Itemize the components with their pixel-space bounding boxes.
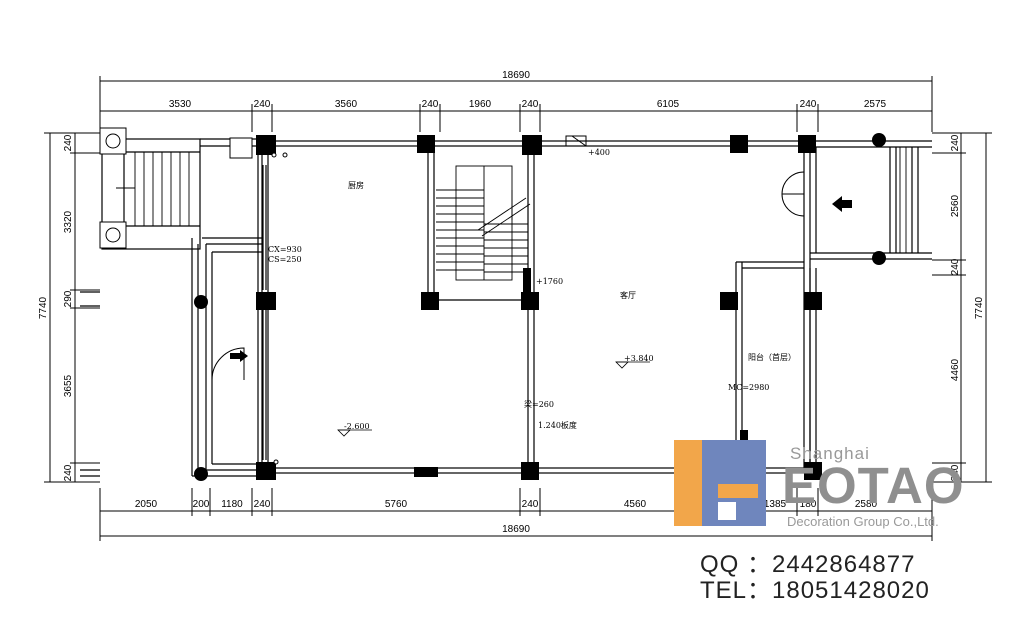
- annotation-plus400: +400: [588, 148, 610, 157]
- dim-right: 4460: [950, 358, 961, 381]
- entry-arrow-icon: [832, 196, 852, 212]
- annotation-elevation-living: +3.840: [624, 354, 654, 363]
- room-label-living: 客厅: [620, 290, 636, 300]
- annotation-plus1760: +1760: [536, 277, 563, 286]
- dim-bottom: 2580: [855, 499, 878, 510]
- side-entry-arrow-icon: [230, 350, 248, 362]
- top-dimension-chain: [99, 76, 933, 132]
- dim-top: 240: [522, 99, 539, 110]
- dim-right: 2560: [950, 194, 961, 217]
- dim-left: 290: [63, 290, 74, 307]
- left-dimension-chain: [44, 132, 100, 483]
- contact-tel: TEL：18051428020: [700, 577, 930, 604]
- dim-left-total: 7740: [38, 296, 49, 319]
- right-dimension-chain: [932, 132, 992, 483]
- dim-bottom: 5760: [385, 499, 408, 510]
- dim-bottom: 2050: [135, 499, 158, 510]
- annotation-slope: 1.240板度: [538, 420, 577, 430]
- room-label-balcony: 阳台（首层）: [748, 352, 796, 362]
- eotao-logo-mark: [674, 440, 766, 526]
- dim-right-total: 7740: [974, 296, 985, 319]
- dim-bottom: 200: [193, 499, 210, 510]
- dim-top: 6105: [657, 99, 680, 110]
- dim-bottom: 240: [254, 499, 271, 510]
- dim-right: 240: [950, 464, 961, 481]
- left-stair-posts: [99, 127, 253, 249]
- dim-top: 1960: [469, 99, 492, 110]
- dim-bottom: 1385: [764, 499, 787, 510]
- dim-top: 2575: [864, 99, 887, 110]
- dim-right: 240: [950, 258, 961, 275]
- dim-top: 3530: [169, 99, 192, 110]
- annotation-cs: CS=250: [268, 255, 302, 264]
- room-label-kitchen: 厨房: [348, 180, 364, 190]
- annotation-elevation-left: -2.600: [344, 422, 370, 431]
- elevation-symbols: [337, 361, 650, 437]
- dim-bottom: 1180: [221, 499, 243, 510]
- dim-bottom: 180: [800, 499, 817, 510]
- left-stair: [116, 152, 190, 226]
- dim-top: 240: [422, 99, 439, 110]
- dim-top: 3560: [335, 99, 358, 110]
- dim-left: 3655: [63, 374, 74, 397]
- annotation-beam: 梁=260: [524, 400, 554, 409]
- dim-bottom: 240: [522, 499, 539, 510]
- dim-left: 240: [63, 134, 74, 151]
- dim-top: 240: [254, 99, 271, 110]
- dim-bottom: 4560: [624, 499, 647, 510]
- dim-top-total: 18690: [502, 70, 530, 81]
- dim-left: 3320: [63, 210, 74, 233]
- contact-qq: QQ ：2442864877: [700, 551, 916, 578]
- brand-group: Decoration Group Co.,Ltd.: [787, 514, 939, 529]
- dim-bottom-total: 18690: [502, 524, 530, 535]
- doors: [211, 135, 805, 381]
- annotation-mc: MC=2980: [728, 383, 769, 392]
- dim-right: 240: [950, 134, 961, 151]
- right-porch-steps: [899, 147, 907, 253]
- brand-city: Shanghai: [790, 444, 870, 463]
- small-markers: [271, 152, 288, 465]
- annotation-cx: CX=930: [268, 245, 302, 254]
- center-stair: [436, 165, 531, 281]
- dim-left: 240: [63, 464, 74, 481]
- dim-top: 240: [800, 99, 817, 110]
- brand-name: EOTAO: [782, 457, 965, 514]
